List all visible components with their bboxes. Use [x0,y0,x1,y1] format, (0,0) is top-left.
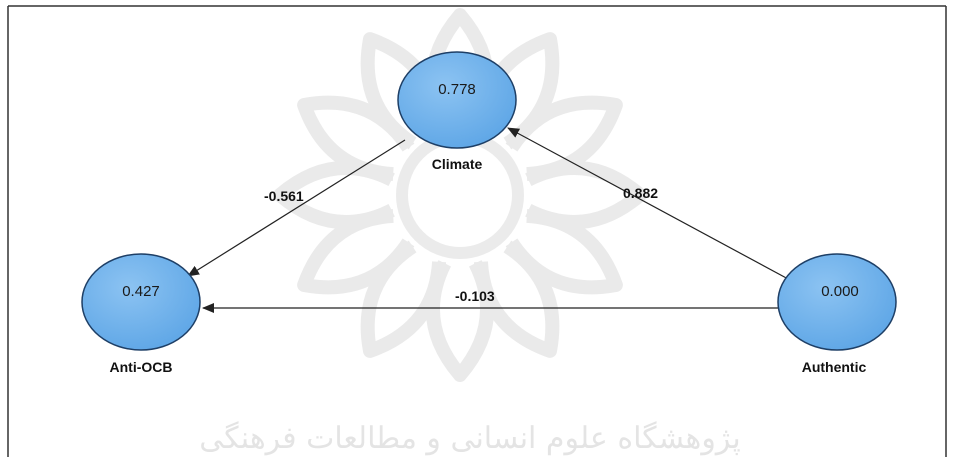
node-value: 0.427 [122,283,160,300]
edges [187,127,791,313]
edge-label-climate-to-anti-ocb: -0.561 [264,188,304,204]
node-label: Climate [432,156,483,172]
node-circle [397,51,517,149]
node-circle [81,253,201,351]
node-label: Anti-OCB [110,359,173,375]
node-value: 0.000 [821,283,859,300]
rosette-petal [505,95,623,182]
node-anti-ocb[interactable]: 0.427 Anti-OCB [81,253,201,375]
node-circle [777,253,897,351]
edge-label-authentic-to-climate: 0.882 [623,185,658,201]
node-authentic[interactable]: 0.000 Authentic [777,253,897,375]
rosette-petal [505,208,623,295]
node-value: 0.778 [438,81,476,98]
node-label: Authentic [802,359,867,375]
edge-climate-to-anti-ocb[interactable] [187,139,406,277]
watermark-text: پژوهشگاه علوم انسانی و مطالعات فرهنگی [199,421,741,456]
rosette-petal [360,240,447,358]
edge-authentic-to-climate[interactable] [507,127,791,281]
rosette-petal [297,95,415,182]
node-climate[interactable]: 0.778 Climate [397,51,517,172]
edge-label-authentic-to-anti-ocb: -0.103 [455,288,495,304]
